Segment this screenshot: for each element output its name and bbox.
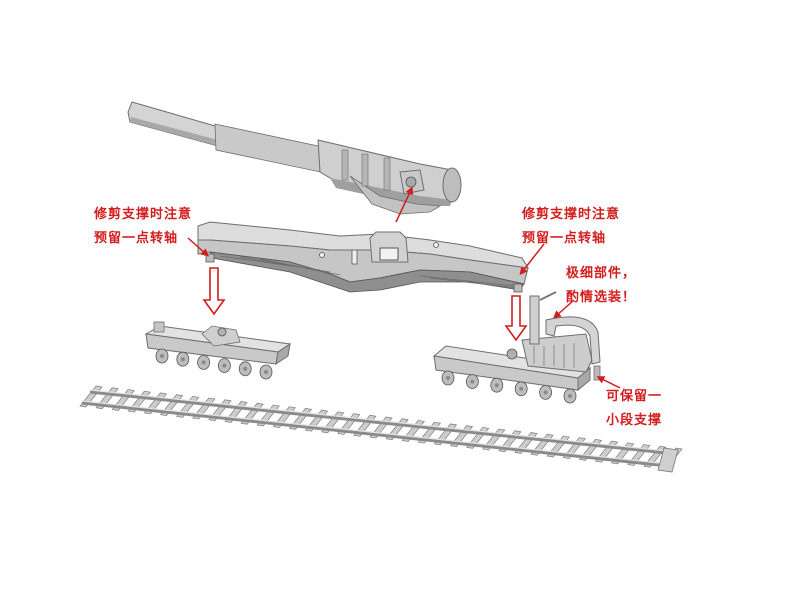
note-keep-support-line1: 可保留一	[606, 389, 663, 404]
fine-detail-rod	[539, 291, 557, 301]
wheel-hub	[243, 366, 248, 371]
rear-bogie-arch	[545, 316, 601, 365]
center-window	[379, 247, 399, 261]
side-hole-2	[433, 242, 439, 248]
ring-1	[341, 149, 349, 181]
front-bogie-post	[153, 321, 165, 333]
support-stub	[593, 365, 601, 381]
pointer-right-pivot	[519, 243, 545, 276]
note-keep-support: 可保留一 小段支撑	[606, 385, 662, 433]
note-fragile-part-line1: 极细部件，	[566, 266, 637, 281]
note-right-pivot: 修剪支撑时注意 预留一点转轴	[522, 203, 620, 251]
rail-right-top	[81, 400, 669, 465]
note-left-pivot-line2: 预留一点转轴	[94, 231, 179, 246]
wheel-hub	[470, 379, 475, 384]
wheel-hub	[222, 363, 227, 368]
barrel-jacket	[214, 123, 331, 175]
recoil-cradle	[349, 175, 442, 215]
note-left-pivot-line1: 修剪支撑时注意	[94, 207, 193, 222]
rail-track	[79, 385, 683, 473]
front-bogie	[144, 321, 292, 380]
pivot-stub-left	[205, 253, 215, 263]
rear-bogie-pivot	[506, 348, 518, 360]
rear-bogie-cab-slats	[533, 343, 575, 368]
front-bogie-pivot	[217, 327, 227, 337]
pointer-support	[596, 376, 621, 389]
side-slot	[351, 249, 358, 265]
note-fragile-part: 极细部件， 酌情选装！	[566, 262, 636, 310]
rear-bogie-wheels	[441, 370, 577, 404]
ring-3	[383, 157, 391, 191]
trunnion-pin	[405, 176, 417, 188]
ring-2	[361, 153, 369, 187]
assembly-arrow-right	[504, 295, 528, 342]
pointer-left-pivot	[187, 237, 209, 257]
front-bogie-wheels	[155, 348, 273, 380]
rear-bogie-mast	[529, 295, 540, 345]
wheel-hub	[446, 376, 450, 380]
wheel-hub	[543, 390, 548, 395]
note-fragile-part-line2: 酌情选装！	[566, 290, 637, 305]
note-keep-support-line2: 小段支撑	[606, 413, 663, 428]
rail-left	[89, 390, 677, 456]
rear-bogie	[432, 291, 601, 404]
front-bogie-side	[275, 342, 291, 366]
pivot-stub-right	[513, 283, 523, 293]
wheel-hub	[494, 383, 499, 388]
side-hole	[319, 252, 325, 258]
wheel-hub	[264, 370, 268, 374]
wheel-hub	[568, 394, 572, 398]
wheel-hub	[519, 386, 524, 391]
rail-left-top	[89, 389, 677, 453]
gun-carriage-beam	[197, 221, 529, 293]
pointer-fine-detail	[553, 299, 575, 319]
breech-face	[442, 167, 462, 203]
beam-hatch	[219, 255, 519, 289]
pointer-trunnion	[395, 186, 413, 223]
gun-barrel	[127, 101, 462, 215]
note-right-pivot-line2: 预留一点转轴	[522, 231, 607, 246]
wheel-hub	[201, 360, 206, 365]
annotation-arrows	[187, 186, 621, 389]
note-right-pivot-line1: 修剪支撑时注意	[522, 207, 621, 222]
wheel-hub	[180, 357, 185, 362]
rail-right	[81, 401, 669, 468]
assembly-arrow-left	[202, 267, 226, 316]
wheel-hub	[160, 354, 164, 358]
note-left-pivot: 修剪支撑时注意 预留一点转轴	[94, 203, 192, 251]
track-end	[657, 447, 679, 473]
